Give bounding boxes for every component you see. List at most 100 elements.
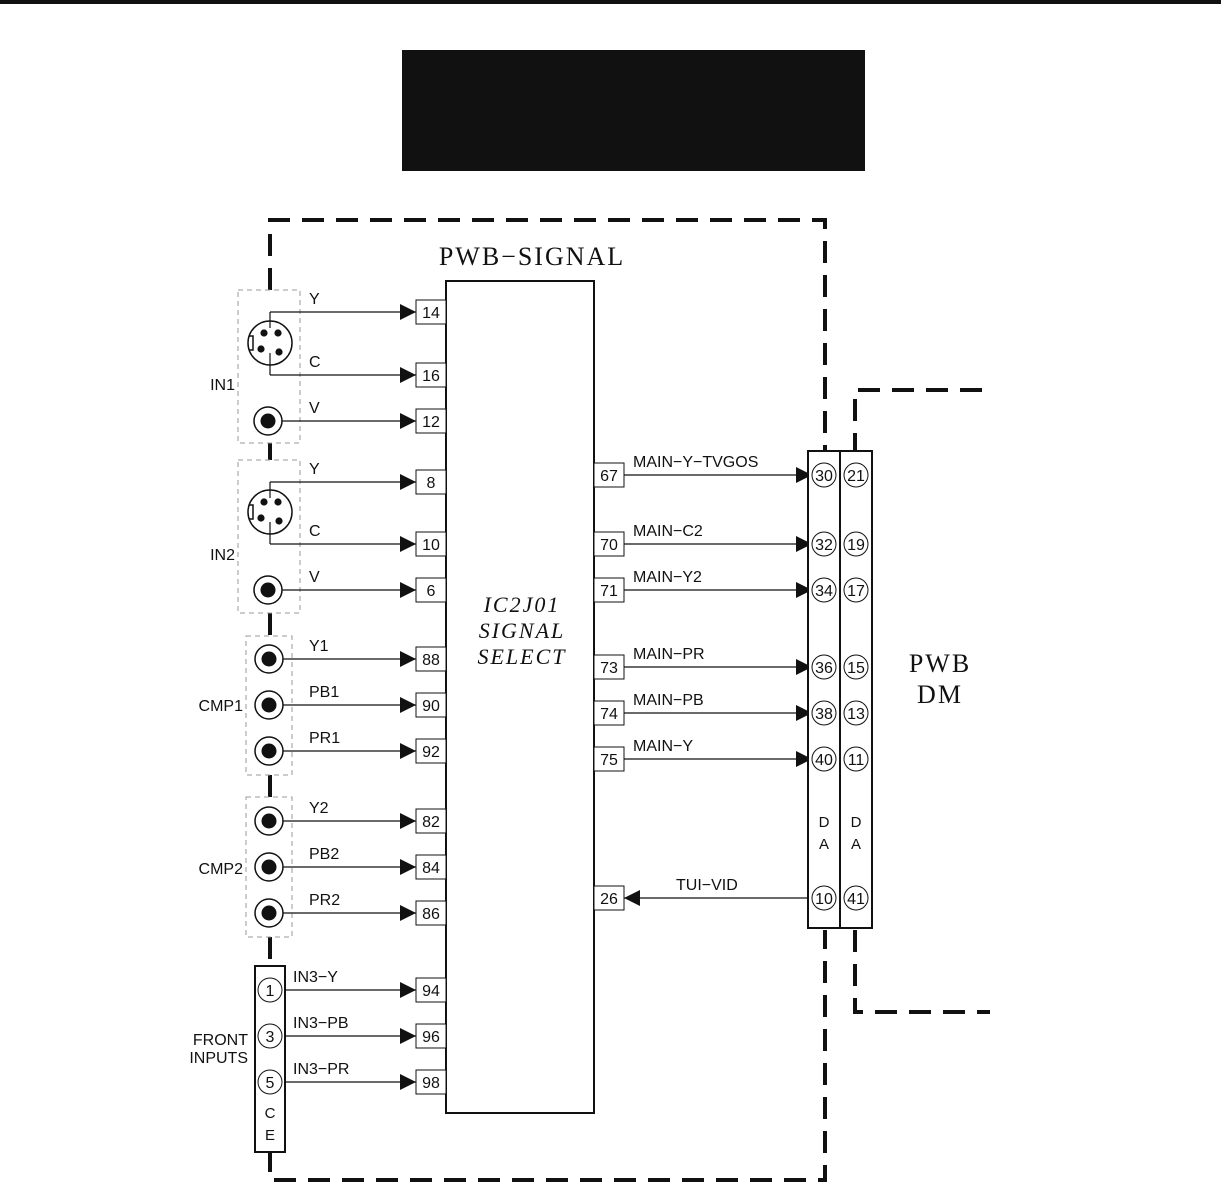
ic-pin-number: 67 (600, 468, 618, 485)
ic-pin-number: 82 (422, 814, 440, 831)
conn-pin-label: 41 (847, 891, 865, 908)
ic-pin-box (415, 408, 447, 434)
output-signal-label: MAIN−C2 (633, 523, 703, 540)
rca-jack-icon (254, 898, 284, 928)
input-signal-label: Y1 (309, 638, 329, 655)
conn-pin-label: 19 (847, 537, 865, 554)
ic-pin-box (415, 469, 447, 495)
input-signal-label: PB2 (309, 846, 339, 863)
ic-pin-number: 92 (422, 744, 440, 761)
ic-pin-number: 26 (600, 891, 618, 908)
ic-pin-box (415, 692, 447, 718)
ic-pin-number: 86 (422, 906, 440, 923)
connector-strip-b (839, 450, 873, 929)
ic-func-2: SELECT (477, 644, 566, 669)
front-inputs-label: FRONT (193, 1032, 248, 1049)
connector-letter: D (819, 814, 830, 831)
ic-pin-number: 90 (422, 698, 440, 715)
conn-pin-label: 40 (815, 752, 833, 769)
input-signal-label: C (309, 523, 321, 540)
ic-pin-box (593, 885, 625, 911)
conn-pin-circle (257, 1069, 283, 1095)
dm-board-label: DM (917, 680, 963, 709)
ic-pin-number: 12 (422, 414, 440, 431)
in2-label: IN2 (210, 547, 235, 564)
ic-pin-box (415, 1069, 447, 1095)
dm-board-label: PWB (909, 649, 971, 678)
conn-pin-label: 5 (266, 1075, 275, 1092)
conn-pin-circle (257, 977, 283, 1003)
ic-pin-number: 6 (427, 583, 436, 600)
connector-strip-a (807, 450, 841, 929)
ic-body (445, 280, 595, 1114)
input-signal-label: Y2 (309, 800, 329, 817)
input-signal-label: IN3−PR (293, 1061, 349, 1078)
pwb-signal-boundary (268, 218, 827, 1182)
ic-pin-number: 84 (422, 860, 440, 877)
conn-pin-label: 30 (815, 468, 833, 485)
in1-label: IN1 (210, 377, 235, 394)
conn-pin-label: 21 (847, 468, 865, 485)
conn-pin-circle (843, 577, 869, 603)
ic-pin-box (415, 299, 447, 325)
ic-pin-box (415, 738, 447, 764)
board-title: PWB−SIGNAL (439, 242, 625, 271)
input-signal-label: IN3−PB (293, 1015, 349, 1032)
connector-letter: A (851, 836, 861, 853)
ic-pin-number: 10 (422, 537, 440, 554)
cmp2-label: CMP2 (199, 861, 244, 878)
conn-pin-label: 34 (815, 583, 833, 600)
ic-pin-number: 88 (422, 652, 440, 669)
ic-pin-number: 71 (600, 583, 618, 600)
ic-pin-number: 96 (422, 1029, 440, 1046)
ic-pin-box (415, 977, 447, 1003)
ic-pin-number: 94 (422, 983, 440, 1000)
conn-pin-circle (811, 654, 837, 680)
ic-pin-number: 14 (422, 305, 440, 322)
input-signal-label: PB1 (309, 684, 339, 701)
rca-jack-icon (254, 736, 284, 766)
input-signal-label: Y (309, 291, 320, 308)
conn-pin-circle (843, 885, 869, 911)
rca-jack-icon (254, 690, 284, 720)
rca-jack-icon (254, 806, 284, 836)
rca-jack-icon (254, 852, 284, 882)
conn-pin-label: 38 (815, 706, 833, 723)
output-signal-label: MAIN−Y2 (633, 569, 702, 586)
ic-pin-number: 8 (427, 475, 436, 492)
in1-group-box (237, 289, 301, 444)
conn-pin-label: 32 (815, 537, 833, 554)
input-signal-label: IN3−Y (293, 969, 338, 986)
ic-pin-number: 73 (600, 660, 618, 677)
output-signal-label: MAIN−PB (633, 692, 704, 709)
header-banner (402, 50, 865, 171)
conn-pin-circle (257, 1023, 283, 1049)
cmp1-label: CMP1 (199, 698, 244, 715)
input-signal-label: PR1 (309, 730, 340, 747)
ic-pin-box (415, 900, 447, 926)
conn-pin-label: 11 (848, 752, 865, 769)
conn-pin-circle (811, 700, 837, 726)
connector-letter: A (819, 836, 829, 853)
conn-pin-circle (811, 746, 837, 772)
rca-jack-icon (253, 575, 283, 605)
conn-pin-label: 3 (266, 1029, 275, 1046)
conn-pin-circle (811, 885, 837, 911)
conn-pin-label: 10 (815, 891, 833, 908)
conn-pin-label: 15 (847, 660, 865, 677)
output-signal-label: MAIN−PR (633, 646, 705, 663)
conn-pin-circle (843, 531, 869, 557)
ic-pin-number: 75 (600, 752, 618, 769)
conn-pin-circle (811, 462, 837, 488)
input-signal-label: C (309, 354, 321, 371)
output-signal-label: MAIN−Y (633, 738, 693, 755)
top-rule (0, 0, 1221, 4)
ic-pin-number: 70 (600, 537, 618, 554)
conn-pin-circle (843, 654, 869, 680)
input-signal-label: Y (309, 461, 320, 478)
conn-pin-circle (843, 462, 869, 488)
ic-pin-number: 98 (422, 1075, 440, 1092)
input-signal-label: V (309, 569, 320, 586)
ic-pin-box (415, 646, 447, 672)
ic-pin-box (415, 808, 447, 834)
